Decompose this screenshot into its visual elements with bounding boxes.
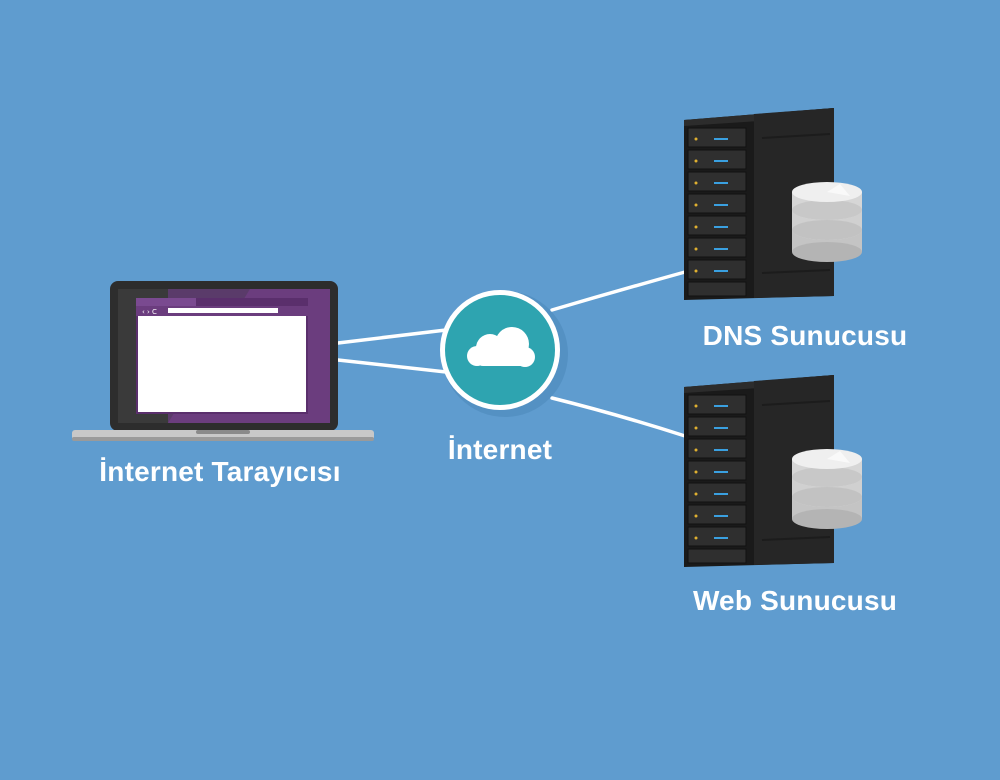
browser-label: İnternet Tarayıcısı bbox=[99, 456, 341, 487]
browser-window: ‹ › C bbox=[136, 298, 308, 414]
web-server-icon bbox=[683, 374, 862, 568]
internet-label: İnternet bbox=[447, 434, 553, 465]
svg-text:‹ › C: ‹ › C bbox=[142, 308, 157, 316]
cloud-icon bbox=[440, 290, 568, 417]
link-internet-dns bbox=[550, 270, 687, 312]
link-internet-web bbox=[550, 396, 687, 438]
dns-server-icon bbox=[683, 107, 862, 301]
link-browser-internet-lower bbox=[336, 358, 448, 374]
web-server-label: Web Sunucusu bbox=[692, 585, 898, 616]
laptop-icon: ‹ › C bbox=[72, 281, 374, 441]
link-browser-internet-upper bbox=[336, 328, 448, 345]
dns-server-label: DNS Sunucusu bbox=[702, 320, 908, 351]
connection-lines bbox=[336, 270, 687, 438]
